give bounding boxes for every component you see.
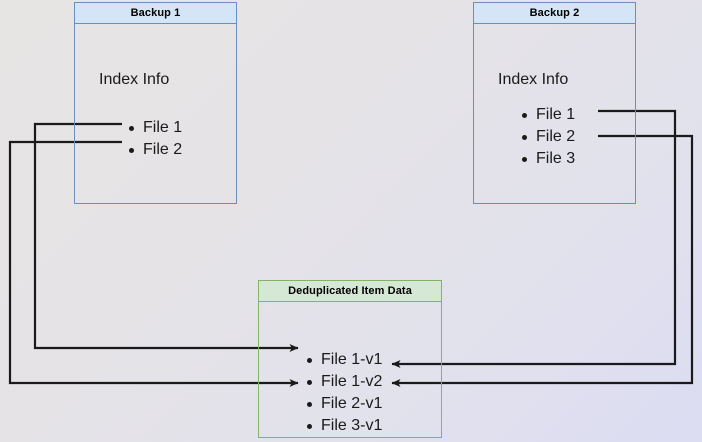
list-item[interactable]: File 2-v1 [305, 393, 382, 415]
list-item[interactable]: File 2 [127, 139, 182, 161]
backup-2-file-list: File 1 File 2 File 3 [520, 104, 575, 170]
dedup-item-list: File 1-v1 File 1-v2 File 2-v1 File 3-v1 [305, 349, 382, 437]
node-backup-2-body: Index Info File 1 File 2 File 3 [474, 24, 635, 203]
backup-2-index-info-label: Index Info [498, 71, 569, 88]
node-deduplicated-item-data[interactable]: Deduplicated Item Data File 1-v1 File 1-… [258, 280, 442, 438]
node-backup-1-title: Backup 1 [75, 3, 236, 24]
node-backup-2-title: Backup 2 [474, 3, 635, 24]
list-item[interactable]: File 1-v1 [305, 349, 382, 371]
node-backup-1-body: Index Info File 1 File 2 [75, 24, 236, 203]
node-backup-1[interactable]: Backup 1 Index Info File 1 File 2 [74, 2, 237, 204]
list-item[interactable]: File 2 [520, 126, 575, 148]
list-item[interactable]: File 1 [127, 117, 182, 139]
backup-1-file-list: File 1 File 2 [127, 117, 182, 161]
node-dedup-title: Deduplicated Item Data [259, 281, 441, 302]
list-item[interactable]: File 1 [520, 104, 575, 126]
list-item[interactable]: File 1-v2 [305, 371, 382, 393]
node-backup-2[interactable]: Backup 2 Index Info File 1 File 2 File 3 [473, 2, 636, 204]
list-item[interactable]: File 3 [520, 148, 575, 170]
list-item[interactable]: File 3-v1 [305, 415, 382, 437]
node-dedup-body: File 1-v1 File 1-v2 File 2-v1 File 3-v1 [259, 302, 441, 437]
backup-1-index-info-label: Index Info [99, 71, 170, 88]
